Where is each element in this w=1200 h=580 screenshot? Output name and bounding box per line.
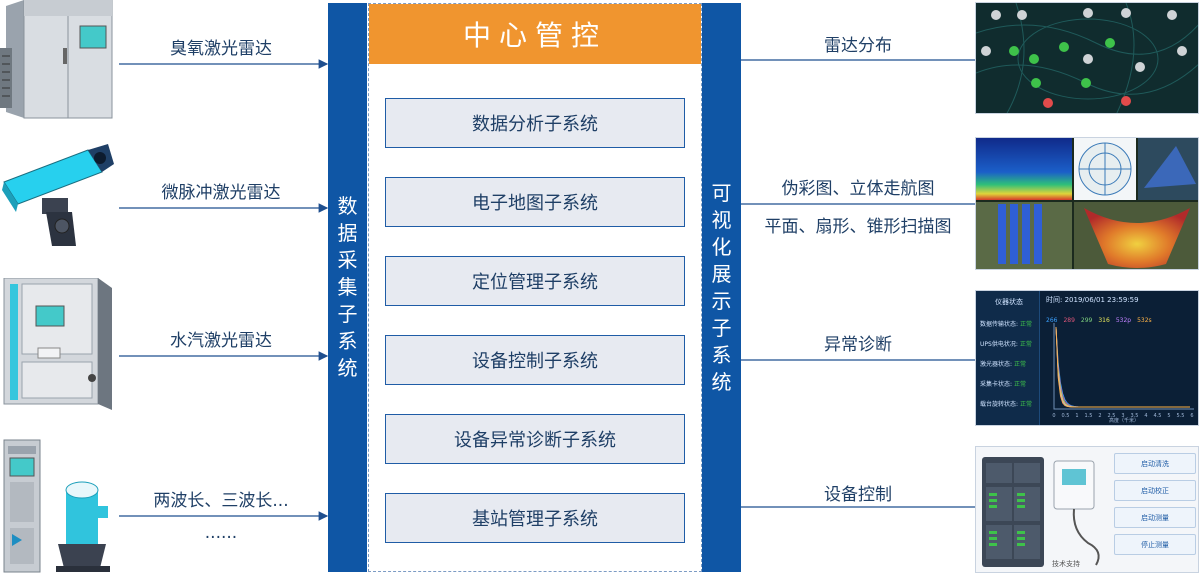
diagnosis-status-value: 正常 xyxy=(1014,361,1027,368)
control-footer: 技术支持 xyxy=(1052,560,1080,568)
control-button[interactable]: 启动测量 xyxy=(1114,507,1196,528)
diagnosis-chart-xtick: 5.5 xyxy=(1177,413,1185,419)
pseudocolor-visualization xyxy=(975,137,1199,270)
device-label-ozone-lidar: 臭氧激光雷达 xyxy=(170,39,272,59)
diagnosis-chart-xtick: 4 xyxy=(1144,413,1147,419)
diagnosis-status-value: 正常 xyxy=(1020,321,1033,328)
diagnosis-status-key: 载台旋转状态: xyxy=(980,401,1019,408)
map-pin-gray xyxy=(981,8,1187,72)
device-label-water-vapor-lidar: 水汽激光雷达 xyxy=(170,331,272,351)
diagnosis-curve-532s xyxy=(1055,326,1190,408)
diagnosis-legend-item: 266 xyxy=(1046,317,1058,324)
diagnosis-chart-xtick: 5 xyxy=(1167,413,1170,419)
diagnosis-status-row: 采集卡状态:正常 xyxy=(980,379,1040,388)
micropulse-lidar-image xyxy=(0,142,116,250)
device-label-multi-wavelength: 两波长、三波长... xyxy=(153,491,289,511)
subsystem-fault-diagnosis: 设备异常诊断子系统 xyxy=(385,414,685,464)
diagnosis-legend-item: 289 xyxy=(1063,317,1075,324)
output-label-pseudocolor: 伪彩图、立体走航图 xyxy=(781,179,935,199)
subsystem-base-station: 基站管理子系统 xyxy=(385,493,685,543)
diagnosis-chart-xtick: 3.5 xyxy=(1131,413,1139,419)
diagnosis-status-value: 正常 xyxy=(1019,341,1032,348)
diagnosis-chart-xtick: 3 xyxy=(1121,413,1124,419)
central-control-panel: 中心管控 数据分析子系统 电子地图子系统 定位管理子系统 设备控制子系统 设备异… xyxy=(368,3,702,572)
water-vapor-lidar-image xyxy=(0,278,116,410)
diagnosis-chart-xtick: 2 xyxy=(1098,413,1101,419)
diagnosis-curve-266 xyxy=(1055,326,1190,408)
visualization-bar: 可视化展示子系统 xyxy=(702,3,741,572)
diagnosis-chart-xtick: 0 xyxy=(1052,413,1055,419)
diagnosis-curve-299 xyxy=(1055,326,1190,408)
diagnosis-status-value: 正常 xyxy=(1014,381,1027,388)
diagnosis-status-key: 采集卡状态: xyxy=(980,381,1013,388)
diagnosis-chart-xtick: 1.5 xyxy=(1085,413,1093,419)
diagnosis-chart-axes xyxy=(1053,323,1194,410)
control-button[interactable]: 启动清洗 xyxy=(1114,453,1196,474)
subsystem-data-analysis: 数据分析子系统 xyxy=(385,98,685,148)
device-label-micropulse-lidar: 微脉冲激光雷达 xyxy=(161,183,281,203)
radar-distribution-map xyxy=(975,2,1199,114)
diagnosis-header: 仪器状态 xyxy=(995,298,1023,306)
diagnosis-curve-289 xyxy=(1055,326,1190,408)
diagnosis-chart-xtick: 6 xyxy=(1190,413,1193,419)
diagnosis-chart-xtick: 1 xyxy=(1075,413,1078,419)
diagnosis-legend-item: 299 xyxy=(1080,317,1093,324)
data-acquisition-bar: 数据采集子系统 xyxy=(328,3,367,572)
output-label-scan-maps: 平面、扇形、锥形扫描图 xyxy=(764,217,952,237)
diagnosis-chart: 0 0.5 1 1.5 2 2.5 3 3.5 4 4.5 5 5.5 6 高度（千米） xyxy=(1052,323,1194,423)
diagnosis-curve-316 xyxy=(1055,326,1190,408)
diagnosis-status-key: UPS供电状况: xyxy=(980,341,1018,348)
device-control-panel: 启动清洗启动校正启动测量停止测量 技术支持 xyxy=(975,446,1199,573)
diagnosis-status-value: 正常 xyxy=(1020,401,1033,408)
diagnosis-status-row: 激光器状态:正常 xyxy=(980,359,1040,368)
device-label-more: ······ xyxy=(204,528,238,548)
diagnosis-legend-item: 316 xyxy=(1098,317,1110,324)
diagnosis-curve-532p xyxy=(1055,326,1190,408)
diagnosis-legend-item: 532p xyxy=(1115,317,1132,324)
subsystem-device-control: 设备控制子系统 xyxy=(385,335,685,385)
diagnosis-legend-item: 532s xyxy=(1137,317,1152,324)
map-pin-red xyxy=(1043,96,1131,108)
diagnosis-chart-xtick: 0.5 xyxy=(1062,413,1070,419)
diagnosis-status-row: 数据传输状态:正常 xyxy=(980,319,1040,328)
control-button[interactable]: 启动校正 xyxy=(1114,480,1196,501)
data-acquisition-label: 数据采集子系统 xyxy=(337,194,358,380)
diagnosis-status-row: UPS供电状况:正常 xyxy=(980,339,1040,348)
subsystem-electronic-map: 电子地图子系统 xyxy=(385,177,685,227)
ozone-lidar-image xyxy=(0,0,115,122)
diagnosis-chart-xtick: 4.5 xyxy=(1154,413,1162,419)
diagnosis-status-key: 激光器状态: xyxy=(980,361,1013,368)
output-label-radar-distribution: 雷达分布 xyxy=(824,36,892,56)
output-label-control: 设备控制 xyxy=(824,485,892,505)
output-label-diagnosis: 异常诊断 xyxy=(824,335,892,355)
subsystem-positioning: 定位管理子系统 xyxy=(385,256,685,306)
multi-wavelength-lidar-image xyxy=(0,436,116,576)
map-pin-green xyxy=(1009,38,1115,88)
central-control-title: 中心管控 xyxy=(369,4,701,64)
diagnosis-status-key: 数据传输状态: xyxy=(980,321,1019,328)
diagnosis-status-row: 载台旋转状态:正常 xyxy=(980,399,1040,408)
diagnosis-chart-xlabel: 高度（千米） xyxy=(1109,417,1139,423)
diagnosis-time: 时间: 2019/06/01 23:59:59 xyxy=(1046,296,1139,304)
visualization-label: 可视化展示子系统 xyxy=(711,180,732,394)
diagnosis-chart-xtick: 2.5 xyxy=(1108,413,1116,419)
control-button[interactable]: 停止测量 xyxy=(1114,534,1196,555)
